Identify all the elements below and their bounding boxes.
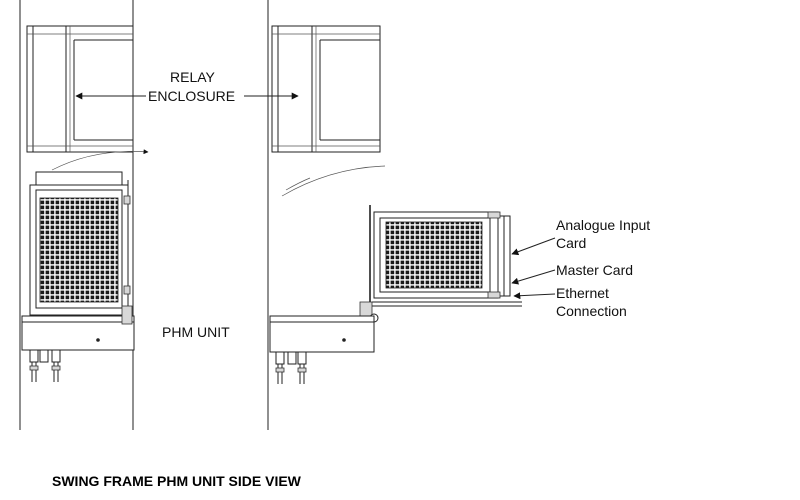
phm-unit-closed <box>21 171 135 382</box>
ethernet-label-line1: Ethernet <box>556 285 609 301</box>
ethernet-label-line2: Connection <box>556 303 627 319</box>
master-card-arrow <box>511 269 556 285</box>
phm-unit-open <box>269 205 522 384</box>
mounting-base <box>21 315 135 351</box>
relay-enclosure-left <box>26 25 134 153</box>
analogue-input-label-line2: Card <box>556 235 586 251</box>
cable-glands-right <box>275 351 307 384</box>
analogue-input-label-line1: Analogue Input <box>556 217 650 233</box>
swing-arc-right <box>281 165 386 197</box>
ethernet-arrow <box>513 292 556 300</box>
relay-enclosure-callout: RELAY ENCLOSURE <box>75 69 299 104</box>
card-callouts: Analogue Input Card Master Card Ethernet… <box>511 217 650 319</box>
analogue-input-arrow <box>511 237 556 256</box>
relay-label-line1: RELAY <box>170 69 216 85</box>
cable-glands-left <box>29 349 61 382</box>
diagram-caption: SWING FRAME PHM UNIT SIDE VIEW <box>52 473 302 489</box>
swing-arrow-left <box>51 149 149 171</box>
ventilation-mesh <box>39 197 119 303</box>
master-card-label: Master Card <box>556 262 633 278</box>
relay-enclosure-right <box>271 25 381 153</box>
right-view-open <box>267 0 522 430</box>
phm-unit-label: PHM UNIT <box>162 324 230 340</box>
relay-label-line2: ENCLOSURE <box>148 88 235 104</box>
ventilation-mesh-open <box>385 221 483 289</box>
swing-arc-tail <box>285 177 311 191</box>
left-view-closed <box>19 0 149 430</box>
mounting-base-right <box>269 315 375 353</box>
